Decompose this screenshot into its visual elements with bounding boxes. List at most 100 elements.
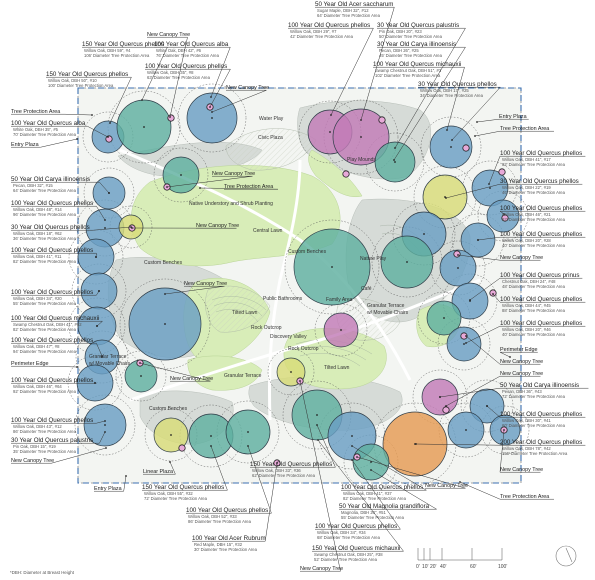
callout-detail: Chestnut Oak, DBH 24", #48 [502,279,556,284]
callout-title: 100 Year Old Quercus phellos [11,200,93,207]
new-canopy-tree-marker [378,116,386,124]
callout-title: 100 Year Old Quercus phellos [500,320,582,327]
callout-detail: Willow Oak, DBH 55", #32 [144,491,193,496]
callout-detail: 34' Diameter Tree Protection Area [420,93,484,98]
callout: Perimeter Edge [499,347,538,358]
place-label: Play Mounds [347,157,376,163]
callout-detail: White Oak, DBH 42", #6 [156,48,202,53]
callout-title: Entry Plaza [11,142,39,148]
place-label: Rock Outcrop [288,346,319,352]
place-label: Civic Plaza [258,135,283,141]
callout-title: 100 Year Old Quercus phellos [11,247,93,254]
callout-title: New Canopy Tree [212,171,255,177]
callout-detail: 86' Diameter Tree Protection Area [188,519,252,524]
place-label: Custom Benches [144,260,183,266]
callout-detail: 76' Diameter Tree Protection Area [156,53,220,58]
tree-trunk-dot [331,266,333,268]
scale-label-60: 60' [470,564,477,570]
tree-trunk-dot [406,261,408,263]
callout-detail: 82' Diameter Tree Protection Area [502,162,566,167]
new-canopy-tree-marker [342,170,350,178]
callout-detail: 40' Diameter Tree Protection Area [502,332,566,337]
callout-detail: Willow Oak, DBH 34", #20 [13,296,62,301]
callout-title: Tree Protection Area [11,109,60,115]
callout: Tree Protection Area [459,481,554,500]
tree-trunk-dot [450,146,452,148]
callout-title: 150 Year Old Quercus phellos [82,41,164,48]
callout-title: 100 Year Old Quercus michauxii [373,61,461,68]
callout-title: 100 Year Old Quercus alba [154,41,229,48]
callout-title: 200 Year Old Quercus phellos [500,439,582,446]
new-canopy-tree-marker [453,250,461,258]
callout: New Canopy Tree [211,85,269,113]
tree-trunk-dot [247,431,249,433]
callout: New Canopy Tree [457,254,543,261]
callout: New Canopy Tree [445,371,543,407]
callout-detail: Willow Oak, DBH 41", #17 [502,157,551,162]
tree-trunk-dot [423,233,425,235]
place-label: Central Lawn [253,228,283,234]
callout-detail: 94' Diameter Tree Protection Area [13,349,77,354]
tree-trunk-dot [443,317,445,319]
callout-title: 30 Year Old Quercus phellos [500,178,579,185]
callout-title: 100 Year Old Acer Rubrum [192,535,266,542]
callout-detail: 64' Diameter Tree Protection Area [317,13,381,18]
callout-title: New Canopy Tree [184,281,227,287]
callout-detail: Swamp Chestnut Oak, DBH 25", #38 [314,552,383,557]
callout-detail: 52' Diameter Tree Protection Area [314,557,378,562]
tree-trunk-dot [140,375,142,377]
place-label: Rock Outcrop [251,325,282,331]
tree-trunk-dot [210,435,212,437]
new-canopy-tree-marker [178,444,186,452]
callout-title: 100 Year Old Quercus phellos [315,523,397,530]
callout-detail: 63' Diameter Tree Protection Area [147,75,211,80]
callout-detail: 62' Diameter Tree Protection Area [252,473,316,478]
callout-title: 150 Year Old Quercus phellos [142,484,224,491]
callout: New Canopy Tree [131,223,239,229]
callouts: New Canopy Tree 150 Year Old Quercus phel… [11,1,589,572]
callout-detail: Willow Oak, DBH 34", #34 [317,530,366,535]
callout-detail: Willow Oak, DBH 47", #8 [13,344,60,349]
place-label: Tilted Lawn [232,310,258,316]
tree-trunk-dot [360,136,362,138]
callout-detail: 64' Diameter Tree Protection Area [13,188,77,193]
callout: New Canopy Tree [164,281,227,295]
callout-detail: Willow Oak, DBH 52", #33 [188,514,237,519]
callout-detail: 92' Diameter Tree Protection Area [502,217,566,222]
callout-title: New Canopy Tree [11,458,54,464]
callout-detail: 60' Diameter Tree Protection Area [502,423,566,428]
tree-trunk-dot [316,414,318,416]
callout-detail: 45' Diameter Tree Protection Area [379,53,443,58]
callout-title: 30 Year Old Carya illinoensis [377,41,456,48]
place-label: Granular Terrace [367,303,405,309]
new-canopy-tree-marker [460,332,468,340]
protection-ring [267,348,315,396]
protection-ring [119,278,211,370]
callout-detail: 82' Diameter Tree Protection Area [13,327,77,332]
callout-detail: 72' Diameter Tree Protection Area [502,394,566,399]
callout-title: Perimeter Edge [11,361,48,367]
tree-trunk-dot [170,434,172,436]
tree-trunk-dot [340,329,342,331]
callout-title: New Canopy Tree [226,85,269,91]
new-canopy-tree-marker [489,289,497,297]
scale-bar: 0' 10' 20' 40' 60' 100' [416,545,577,570]
callout-detail: Willow Oak, DBH 20", #46 [502,327,551,332]
callout-title: 100 Year Old Quercus phellos [341,484,423,491]
callout-detail: Pecan, DBH 26", #25 [379,48,419,53]
callout-title: 100 Year Old Quercus alba [11,120,86,127]
